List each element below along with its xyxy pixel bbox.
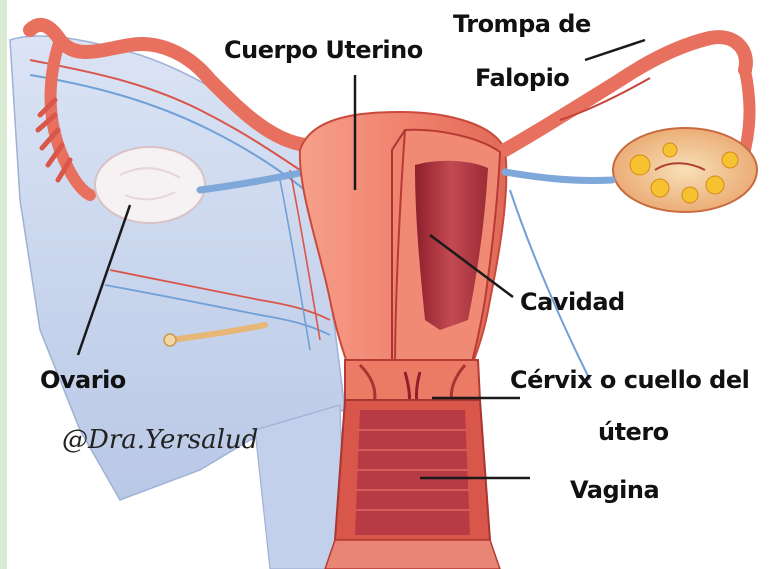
watermark-signature: @Dra.Yersalud — [62, 425, 258, 455]
label-vagina: Vagina — [570, 478, 659, 502]
label-cervix-line1: Cérvix o cuello del — [510, 368, 749, 392]
label-cervix-line2: útero — [598, 420, 669, 444]
label-cavity: Cavidad — [520, 290, 625, 314]
label-fallopian-tube-line2: Falopio — [475, 66, 569, 90]
ovary-left — [95, 147, 205, 223]
broad-ligament-lower — [255, 405, 345, 569]
label-fallopian-tube-line1: Trompa de — [453, 12, 591, 36]
leader-fallopian-tube — [585, 40, 645, 60]
label-uterine-body: Cuerpo Uterino — [224, 38, 423, 62]
label-ovary: Ovario — [40, 368, 126, 392]
